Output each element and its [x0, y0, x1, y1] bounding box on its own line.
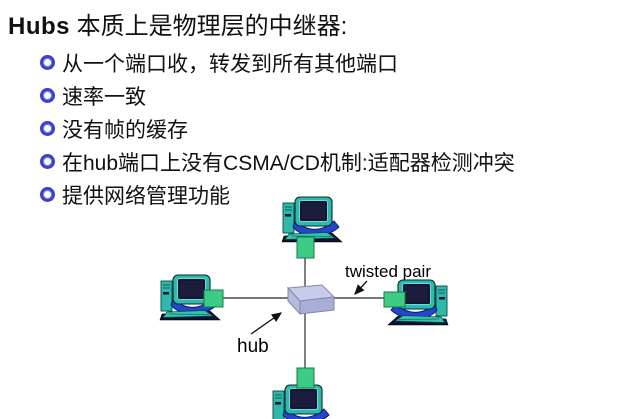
connector-bottom [296, 367, 315, 389]
connector-right [383, 291, 406, 308]
title-rest: 本质上是物理层的中继器: [70, 13, 348, 40]
hub-label: hub [237, 336, 269, 357]
bullet-text: 速率一致 [62, 85, 146, 109]
bullet-ring-icon [40, 154, 55, 169]
bullet-item: 速率一致 [40, 79, 515, 112]
twisted-pair-label: twisted pair [345, 262, 431, 281]
connector-top [296, 236, 315, 259]
hub-box [286, 284, 336, 316]
computer-bottom-icon [271, 384, 333, 419]
bullet-item: 提供网络管理功能 [40, 178, 515, 211]
bullet-item: 从一个端口收，转发到所有其他端口 [40, 46, 515, 79]
hub-arrow [250, 312, 283, 335]
page-title: Hubs 本质上是物理层的中继器: [8, 6, 347, 41]
bullet-ring-icon [40, 88, 55, 103]
bullet-list: 从一个端口收，转发到所有其他端口 速率一致 没有帧的缓存 在hub端口上没有CS… [40, 46, 515, 211]
bullet-ring-icon [40, 55, 55, 70]
bullet-ring-icon [40, 187, 55, 202]
connector-left [203, 289, 224, 308]
bullet-text: 提供网络管理功能 [62, 184, 230, 208]
bullet-item: 在hub端口上没有CSMA/CD机制:适配器检测冲突 [40, 145, 515, 178]
bullet-ring-icon [40, 121, 55, 136]
bullet-text: 没有帧的缓存 [62, 118, 188, 142]
bullet-text: 从一个端口收，转发到所有其他端口 [62, 52, 398, 76]
bullet-text: 在hub端口上没有CSMA/CD机制:适配器检测冲突 [62, 151, 515, 175]
twisted-pair-arrow [354, 280, 368, 295]
computer-top-icon [281, 196, 343, 243]
title-latin: Hubs [8, 13, 70, 40]
bullet-item: 没有帧的缓存 [40, 112, 515, 145]
